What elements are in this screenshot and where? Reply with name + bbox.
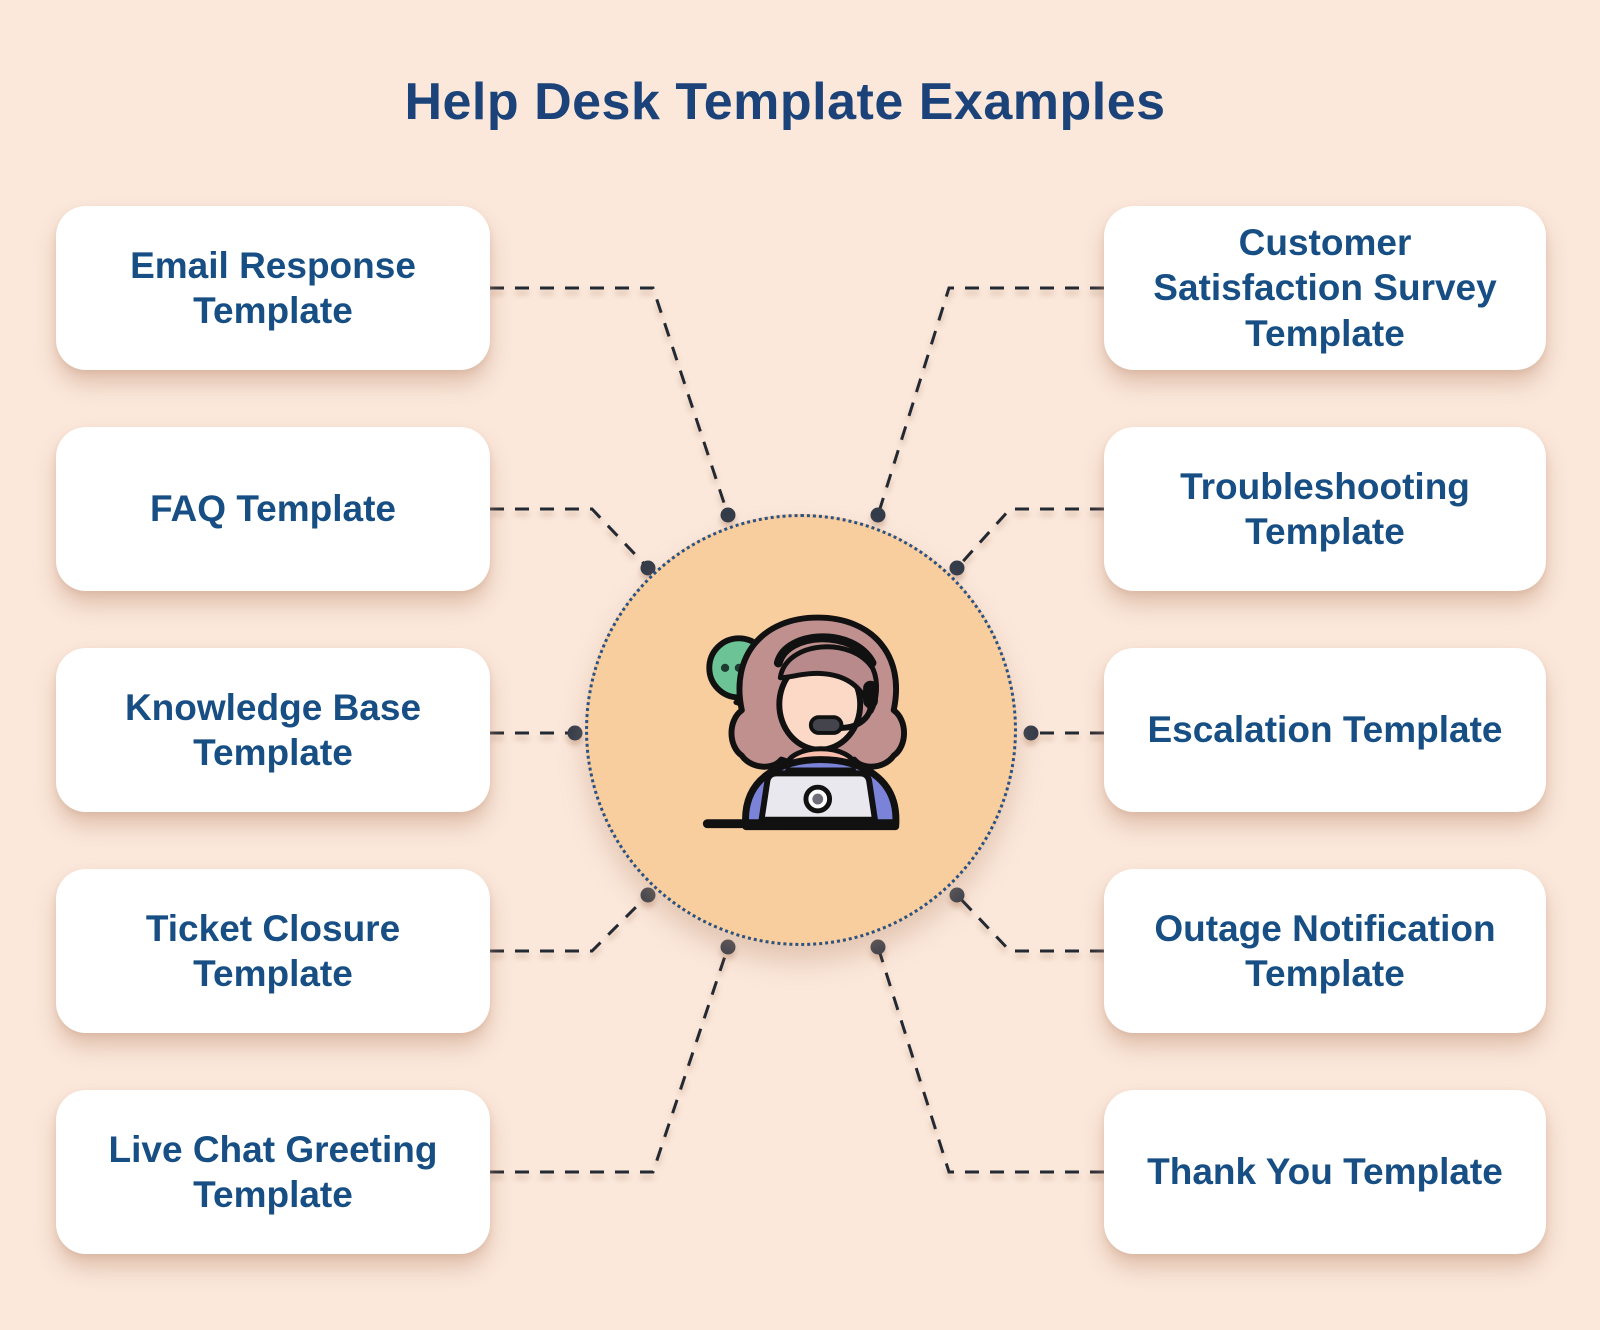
connector-dot (640, 887, 656, 903)
headset-icon (773, 633, 877, 668)
center-circle (585, 514, 1017, 946)
card-label: Knowledge Base Template (124, 686, 422, 773)
connector-dot (640, 560, 656, 576)
card-customer-satisfaction-survey-template: Customer Satisfaction Survey Template (1104, 206, 1546, 370)
card-escalation-template: Escalation Template (1104, 648, 1546, 812)
connector-dot (870, 939, 886, 955)
connector-line (490, 946, 730, 1174)
card-label: Escalation Template (1147, 709, 1503, 751)
card-knowledge-base-template: Knowledge Base Template (56, 648, 490, 812)
card-label: Ticket Closure Template (145, 907, 401, 994)
support-agent-illustration (702, 614, 907, 831)
connector-dot (870, 507, 886, 523)
card-label: Customer Satisfaction Survey Template (1153, 222, 1497, 354)
connector-line (876, 946, 1104, 1174)
card-faq-template: FAQ Template (56, 427, 490, 591)
card-outage-notification-template: Outage Notification Template (1104, 869, 1546, 1033)
connector-dot (1023, 725, 1039, 741)
card-label: Outage Notification Template (1154, 907, 1496, 994)
card-label: Troubleshooting Template (1180, 465, 1470, 552)
connector-line (490, 507, 650, 570)
connector-line (490, 286, 730, 516)
connector-dot (720, 939, 736, 955)
card-label: FAQ Template (149, 488, 397, 530)
card-label: Thank You Template (1147, 1151, 1503, 1193)
card-label: Email Response Template (130, 244, 416, 331)
connector-line (955, 893, 1104, 953)
connector-dot (567, 725, 583, 741)
laptop-icon (758, 770, 878, 823)
card-ticket-closure-template: Ticket Closure Template (56, 869, 490, 1033)
connector-line (955, 507, 1104, 570)
card-live-chat-greeting-template: Live Chat Greeting Template (56, 1090, 490, 1254)
page-title: Help Desk Template Examples (404, 73, 1166, 131)
connector-dot (949, 560, 965, 576)
card-troubleshooting-template: Troubleshooting Template (1104, 427, 1546, 591)
connector-dot (949, 887, 965, 903)
card-email-response-template: Email Response Template (56, 206, 490, 370)
card-thank-you-template: Thank You Template (1104, 1090, 1546, 1254)
card-label: Live Chat Greeting Template (108, 1128, 438, 1215)
connector-line (876, 286, 1104, 516)
connector-line (490, 893, 650, 953)
connector-dot (720, 507, 736, 523)
